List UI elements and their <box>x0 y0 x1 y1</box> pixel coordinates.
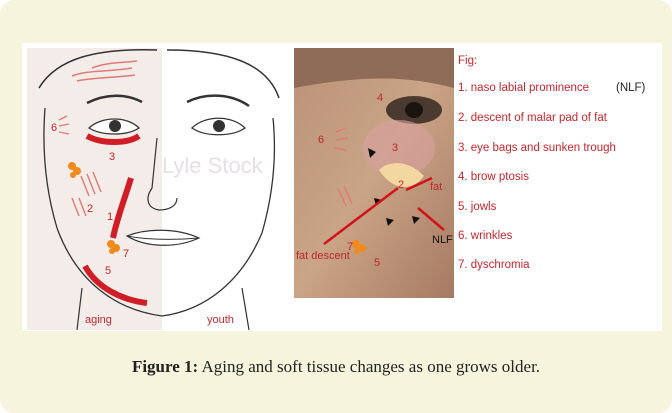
pupil-left <box>109 120 121 132</box>
fat-label: fat <box>430 181 442 193</box>
face-drawing-svg: Lyle Stock <box>27 48 287 330</box>
photo-number-4: 4 <box>377 92 383 104</box>
nlf-photo-label: NLF <box>432 234 453 246</box>
drawing-number-5: 5 <box>105 265 111 277</box>
drawing-number-7: 7 <box>123 248 129 260</box>
drawing-number-1: 1 <box>107 211 113 223</box>
legend-title: Fig: <box>458 55 477 67</box>
caption-text: Aging and soft tissue changes as one gro… <box>198 357 540 376</box>
photo-number-2: 2 <box>398 179 404 191</box>
photo-number-6: 6 <box>318 134 324 146</box>
caption-label: Figure 1: <box>132 357 198 376</box>
drawing-number-2: 2 <box>87 203 93 215</box>
figure-image: Lyle Stock <box>22 43 662 331</box>
aging-half-bg <box>27 48 162 330</box>
face-photo: 4 6 3 2 7 5 fat descent fat NLF <box>294 48 454 298</box>
photo-number-5: 5 <box>374 257 380 269</box>
legend-item-5: 5. jowls <box>458 201 496 213</box>
legend-item-7: 7. dyschromia <box>458 259 530 271</box>
photo-number-3: 3 <box>392 142 398 154</box>
drawing-number-3: 3 <box>109 151 115 163</box>
legend-item-1: 1. naso labial prominence <box>458 82 589 94</box>
face-drawing: Lyle Stock <box>27 48 287 330</box>
figure-caption: Figure 1: Aging and soft tissue changes … <box>0 357 672 377</box>
legend-nlf-note: (NLF) <box>616 82 645 94</box>
legend-item-6: 6. wrinkles <box>458 230 512 242</box>
legend-item-2: 2. descent of malar pad of fat <box>458 112 607 124</box>
youth-label: youth <box>207 314 234 326</box>
face-photo-svg: 4 6 3 2 7 5 fat descent fat NLF <box>294 48 454 298</box>
pupil-right <box>213 120 225 132</box>
aging-label: aging <box>85 314 112 326</box>
legend-item-3: 3. eye bags and sunken trough <box>458 142 616 154</box>
photo-pupil <box>405 102 423 118</box>
drawing-number-6: 6 <box>51 122 57 134</box>
legend-item-4: 4. brow ptosis <box>458 171 529 183</box>
fat-descent-label: fat descent <box>296 250 350 262</box>
watermark-text: Lyle Stock <box>162 153 264 178</box>
